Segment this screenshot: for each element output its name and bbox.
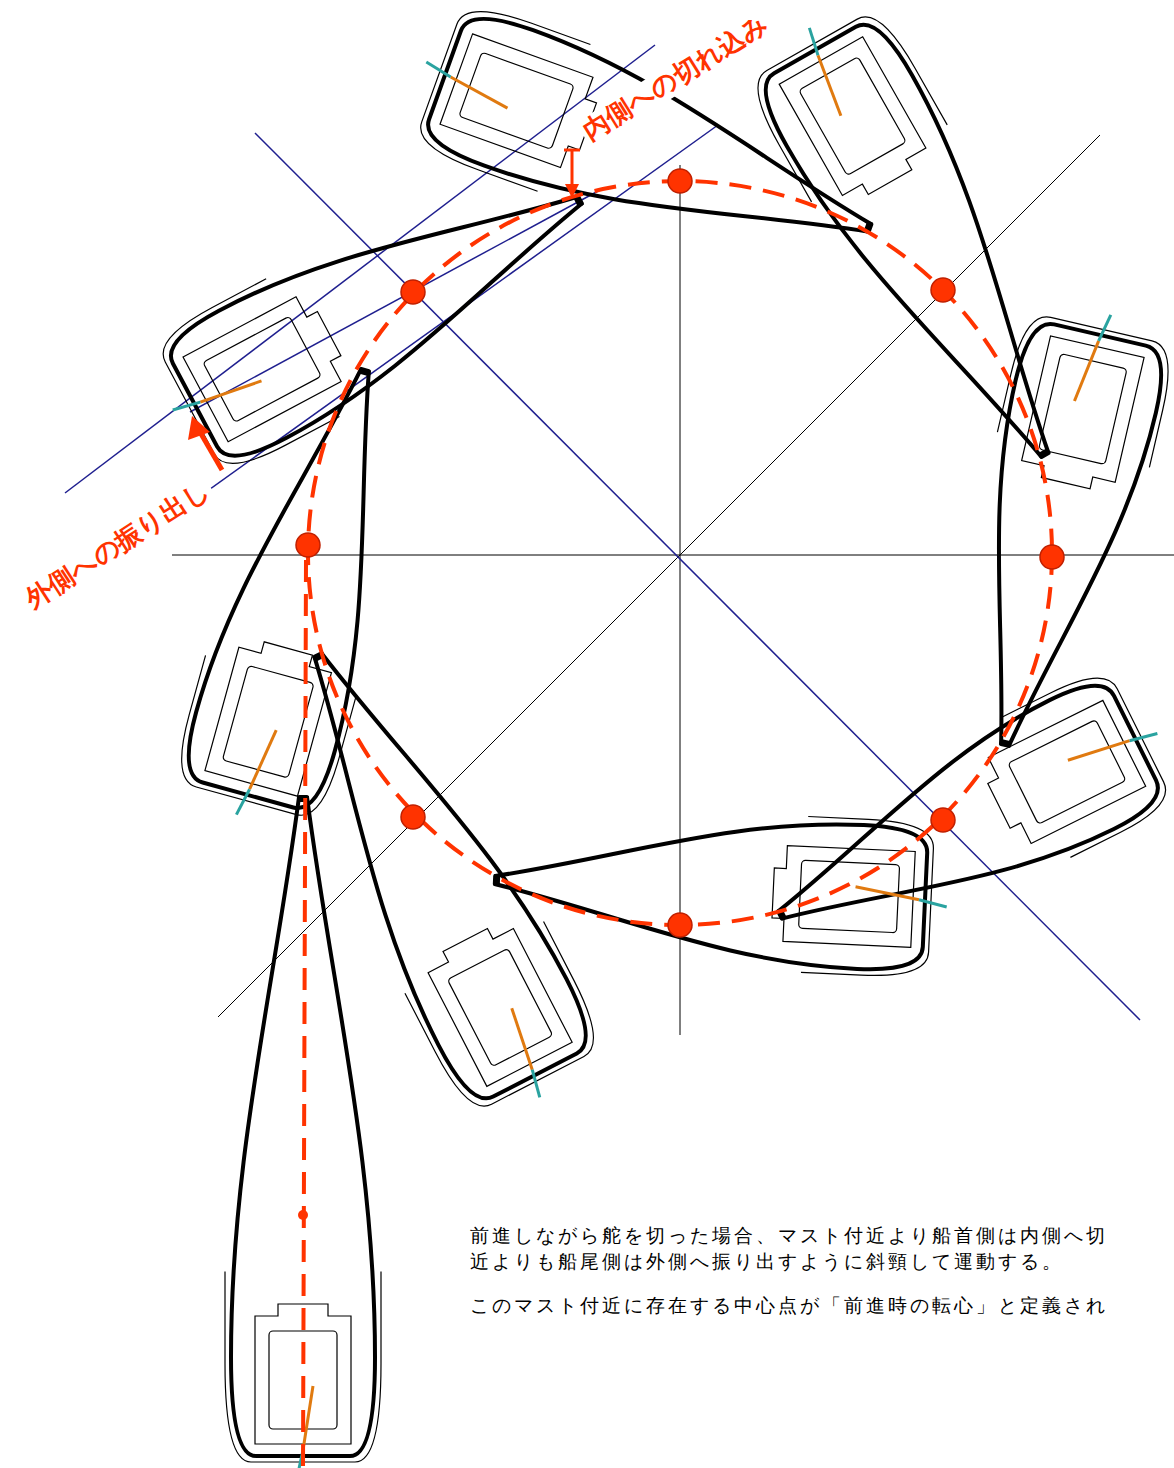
tiller [503, 1008, 541, 1069]
pivot-dot [668, 169, 692, 193]
rudder [236, 788, 249, 817]
axis-line [172, 555, 1174, 556]
deck-outline [171, 655, 356, 821]
bow-mark [1000, 742, 1012, 745]
rudder [1099, 314, 1111, 343]
tiller [447, 77, 511, 108]
indicator-arrow [564, 149, 580, 152]
rudder [173, 397, 201, 415]
reference-line [125, 125, 718, 550]
cockpit-inner [222, 665, 314, 778]
deck-outline [413, 0, 590, 191]
deck-outline [997, 312, 1174, 468]
cockpit [440, 34, 604, 172]
reference-line [190, 190, 600, 412]
caption-text: このマスト付近に存在する中心点が「前進時の転心」と定義され [470, 1294, 1108, 1317]
cockpit [779, 37, 932, 206]
tiller [855, 887, 919, 900]
annotation-label: 内側への切れ込み [576, 8, 777, 149]
cockpit [978, 700, 1146, 848]
cockpit [423, 918, 573, 1086]
cockpit [1019, 336, 1144, 494]
annotation-label: 外側への振り出し [18, 473, 217, 617]
cockpit [205, 636, 335, 796]
cockpit-inner [1039, 354, 1127, 465]
deck-outline [405, 922, 607, 1117]
deck-outline [744, 6, 947, 202]
cockpit-inner [799, 57, 907, 176]
pivot-dot [1040, 545, 1064, 569]
bow-mark [359, 370, 371, 373]
pivot-dot [401, 280, 425, 304]
cockpit-inner [459, 52, 574, 149]
arrow-head [188, 416, 210, 440]
caption-text: 近よりも船尾側は外側へ振り出すように斜頸して運動する。 [470, 1250, 1064, 1273]
cockpit-inner [1008, 720, 1126, 825]
boat [745, 658, 1174, 984]
indicator-arrow [571, 150, 574, 188]
rudder [424, 62, 452, 77]
reference-line [65, 45, 655, 493]
hull-outline [752, 14, 1107, 490]
cockpit-inner [799, 860, 900, 932]
boat [225, 797, 381, 1468]
rudder [527, 1070, 545, 1098]
axis-line [680, 165, 681, 1035]
deck-outline [153, 279, 339, 477]
tiller [1068, 732, 1130, 770]
pivot-dot [668, 913, 692, 937]
deck-outline [1001, 666, 1174, 858]
indicator-arrow [200, 432, 222, 470]
deck-outline [801, 816, 935, 978]
deck-outline [225, 1271, 381, 1462]
rudder [1130, 728, 1158, 746]
hull-outline [421, 7, 895, 295]
caption-text: 前進しながら舵を切った場合、マスト付近より船首側は内側へ切 [470, 1224, 1108, 1247]
rudder [804, 28, 823, 55]
bow-mark [494, 874, 501, 886]
arrow-head [565, 184, 579, 198]
turning-circle [308, 181, 1052, 925]
cockpit [183, 291, 352, 442]
pivot-dot [401, 805, 425, 829]
tiller [1074, 339, 1098, 404]
tiller [809, 55, 849, 116]
tiller [200, 372, 261, 411]
boat [167, 349, 440, 837]
tiller [250, 728, 277, 792]
cockpit [771, 845, 915, 947]
pivot-dot [931, 808, 955, 832]
boat [491, 802, 950, 979]
cockpit-inner [203, 316, 321, 422]
axis-line [255, 133, 1140, 1020]
cockpit-inner [447, 948, 552, 1066]
pivot-dot [296, 533, 320, 557]
rudder [919, 900, 947, 907]
pivot-dot [298, 1210, 308, 1220]
approach-path [303, 560, 306, 1468]
axis-line [218, 135, 1100, 1017]
boat [736, 0, 1113, 494]
pivot-dot [931, 278, 955, 302]
